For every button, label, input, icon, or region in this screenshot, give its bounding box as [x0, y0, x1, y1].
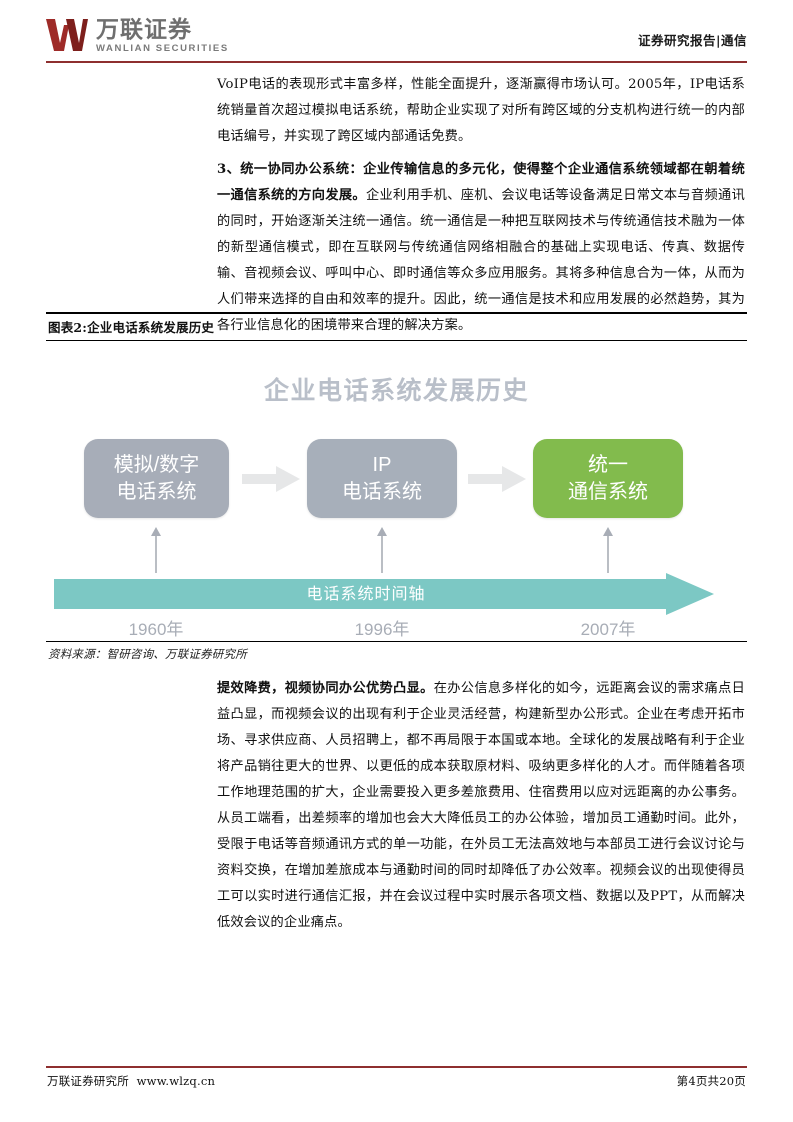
paragraph-unified-communication: 3、统一协同办公系统：企业传输信息的多元化，使得整个企业通信系统领域都在朝着统一…: [217, 157, 745, 339]
paragraph-video-collaboration-body: 在办公信息多样化的如今，远距离会议的需求痛点日益凸显，而视频会议的出现有利于企业…: [217, 681, 745, 930]
footer-organization: 万联证券研究所 www.wlzq.cn: [47, 1073, 215, 1089]
paragraph-unified-communication-body: 企业利用手机、座机、会议电话等设备满足日常文本与音频通讯的同时，开始逐渐关注统一…: [217, 188, 745, 333]
timeline-label: 电话系统时间轴: [306, 586, 426, 604]
right-arrow-icon-1: [242, 466, 300, 493]
timeline-arrow-icon: [54, 573, 714, 616]
footer-website[interactable]: www.wlzq.cn: [136, 1074, 216, 1088]
stage-1-line1: 模拟/数字: [113, 453, 200, 476]
w-mark-icon: [46, 16, 88, 54]
figure-top-rule: [46, 312, 747, 314]
logo-chinese-name: 万联证券: [96, 16, 192, 42]
diagram-title: 企业电话系统发展历史: [263, 377, 529, 406]
stage-3-line1: 统一: [588, 453, 628, 476]
figure-mid-rule: [46, 340, 747, 342]
paragraph-voip: VoIP电话的表现形式丰富多样，性能全面提升，逐渐赢得市场认可。2005年，IP…: [217, 77, 745, 144]
up-arrow-icon-3: [601, 527, 615, 574]
body-text-top: VoIP电话的表现形式丰富多样，性能全面提升，逐渐赢得市场认可。2005年，IP…: [217, 72, 745, 339]
up-arrow-icon-2: [375, 527, 389, 574]
header-divider: [46, 61, 747, 63]
figure-block: 图表2:企业电话系统发展历史 企业电话系统发展历史 模拟/数字 电话系统 IP …: [46, 312, 747, 662]
logo-english-name: WANLIAN SECURITIES: [96, 43, 229, 54]
paragraph-unified-communication-lead: 3、统一协同办公系统：企业传输信息的多元化，使得整个企业通信系统领域都在朝着统一…: [217, 162, 745, 203]
report-type-label: 证券研究报告|通信: [637, 33, 747, 48]
timeline-year-2: 1996年: [354, 620, 410, 640]
figure-source: 资料来源：智研咨询、万联证券研究所: [48, 647, 247, 662]
timeline-year-3: 2007年: [580, 620, 636, 640]
footer-page-number: 第4页共20页: [676, 1074, 746, 1088]
figure-caption: 图表2:企业电话系统发展历史: [48, 320, 215, 335]
page-header: 万联证券 WANLIAN SECURITIES 证券研究报告|通信: [0, 0, 793, 66]
diagram-stage-analog-digital: 模拟/数字 电话系统: [84, 439, 229, 519]
diagram-stage-unified: 统一 通信系统: [533, 439, 683, 519]
paragraph-video-collaboration-lead: 提效降费，视频协同办公优势凸显。: [217, 681, 434, 696]
stage-1-line2: 电话系统: [116, 480, 197, 503]
up-arrow-icon-1: [149, 527, 163, 574]
figure-bottom-rule: [46, 641, 747, 643]
right-arrow-icon-2: [468, 466, 526, 493]
stage-3-line2: 通信系统: [568, 480, 648, 503]
diagram-stage-ip: IP 电话系统: [307, 439, 457, 519]
company-logo: 万联证券 WANLIAN SECURITIES: [46, 16, 229, 55]
footer-org-name: 万联证券研究所: [47, 1074, 129, 1088]
stage-2-line1: IP: [372, 453, 392, 476]
stage-2-line2: 电话系统: [342, 480, 422, 503]
paragraph-video-collaboration: 提效降费，视频协同办公优势凸显。在办公信息多样化的如今，远距离会议的需求痛点日益…: [217, 676, 745, 936]
diagram-canvas: 企业电话系统发展历史 模拟/数字 电话系统 IP 电话系统 统一 通信系统: [46, 341, 747, 641]
footer-divider: [46, 1066, 747, 1068]
timeline-year-1: 1960年: [128, 620, 184, 640]
body-text-bottom: 提效降费，视频协同办公优势凸显。在办公信息多样化的如今，远距离会议的需求痛点日益…: [217, 676, 745, 936]
